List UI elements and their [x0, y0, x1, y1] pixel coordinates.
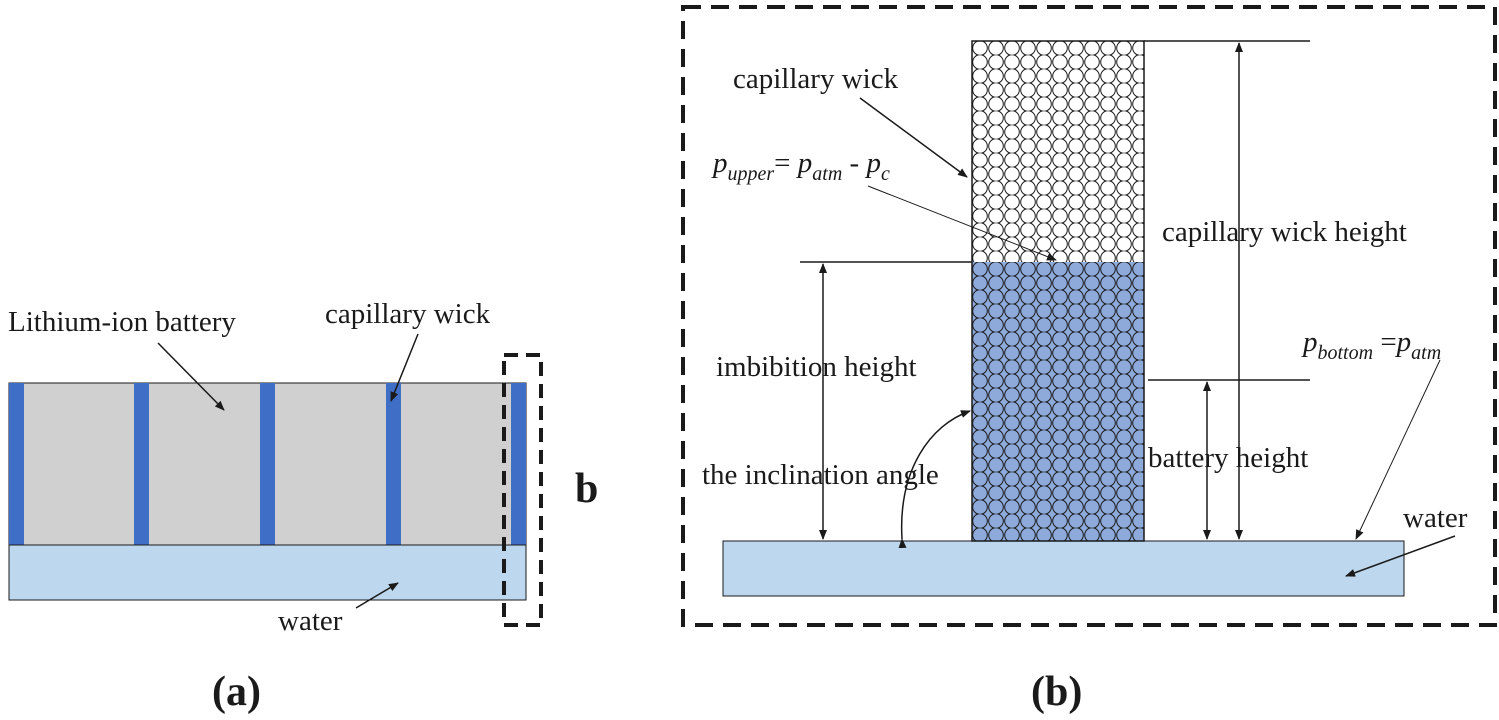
p-bottom-atm-symbol: p [1395, 326, 1412, 358]
p-bottom-equation: pbottom =patm [1301, 326, 1441, 364]
panel-b: capillary wick pupper= patm - pc capilla… [681, 5, 1497, 715]
battery-arrow [157, 342, 225, 411]
p-upper-symbol: p [711, 147, 728, 179]
p-upper-subscript: upper [728, 163, 775, 185]
wick-column-outline [971, 40, 1145, 542]
water-bath-b [722, 540, 1405, 597]
panel-b-frame [681, 5, 1497, 627]
caption-a: (a) [212, 669, 261, 715]
water-arrow-b [1345, 535, 1456, 577]
water-label-b: water [1403, 502, 1468, 534]
p-bottom-atm-subscript: atm [1411, 342, 1441, 364]
detail-marker-b: b [575, 466, 598, 512]
inclination-angle-arc [898, 410, 971, 549]
p-upper-minus: - [842, 147, 866, 179]
wet-wick-region [972, 262, 1144, 541]
battery-label: Lithium-ion battery [8, 306, 236, 338]
p-bottom-equals: = [1373, 326, 1397, 358]
water-label-a: water [278, 605, 343, 637]
p-c-subscript: c [881, 163, 890, 185]
p-c-symbol: p [864, 147, 881, 179]
p-upper-equation: pupper= patm - pc [711, 147, 890, 185]
p-bottom-subscript: bottom [1318, 342, 1374, 364]
wick-strip-3 [260, 383, 275, 545]
wick-arrow-b [859, 97, 968, 178]
caption-b: (b) [1031, 669, 1082, 715]
battery-height-label: battery height [1148, 442, 1308, 474]
panel-a: Lithium-ion battery capillary wick water… [8, 298, 598, 715]
wick-arrow-a [390, 333, 419, 402]
wick-height-label: capillary wick height [1162, 216, 1407, 248]
p-atm-subscript: atm [812, 163, 842, 185]
dry-wick-region [972, 41, 1144, 262]
inclination-label: the inclination angle [702, 459, 939, 491]
p-bottom-arrow [1355, 359, 1441, 540]
p-upper-arrow [867, 185, 1057, 261]
wick-strip-1 [9, 383, 24, 545]
water-arrow-a [355, 582, 399, 609]
wick-strip-5 [511, 383, 526, 545]
wick-strip-4 [386, 383, 401, 545]
wick-label-b: capillary wick [733, 63, 899, 95]
wick-strip-2 [134, 383, 149, 545]
p-atm-symbol: p [796, 147, 813, 179]
wick-label-a: capillary wick [325, 298, 491, 330]
p-bottom-symbol: p [1301, 326, 1318, 358]
p-upper-equals: = [774, 147, 798, 179]
water-bath-a [8, 544, 527, 601]
imbibition-label: imbibition height [716, 351, 917, 383]
